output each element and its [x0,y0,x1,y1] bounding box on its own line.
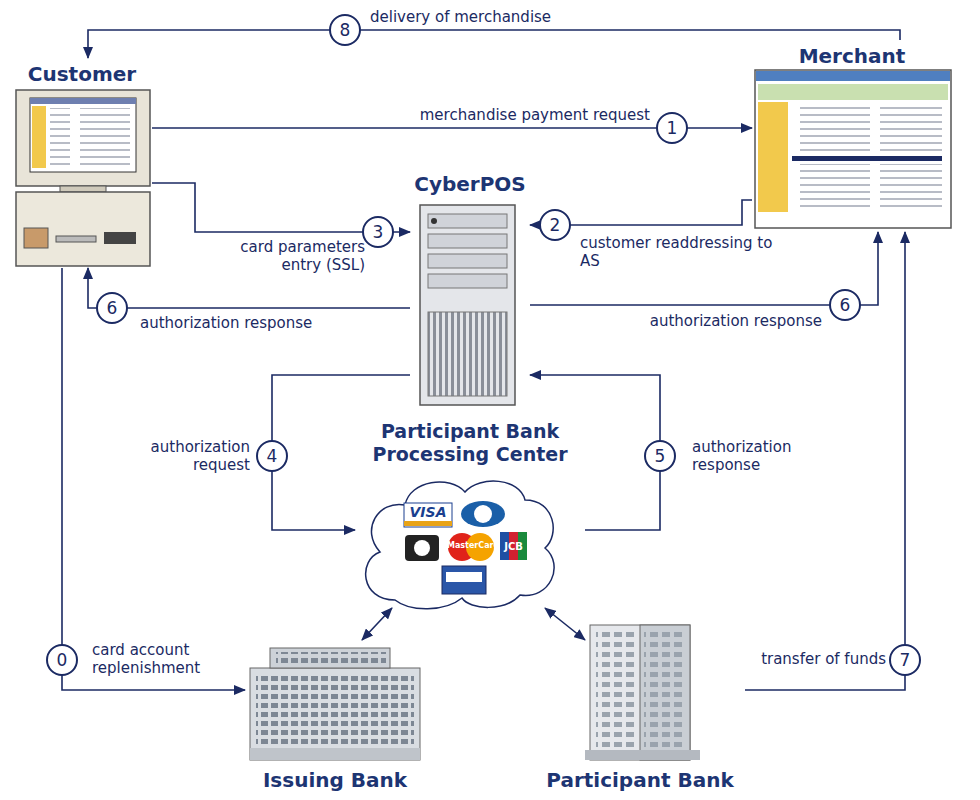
card-network-cloud [366,481,554,609]
node-box: CyberPOS [410,168,530,408]
edge-label: authorization response [650,312,822,330]
callout-number: 4 [256,440,288,472]
edge-label: customer readdressing to AS [580,234,772,270]
edge-label-box: authorization request [110,438,250,474]
callout-number: 7 [889,644,921,676]
callout-number: 2 [539,209,571,241]
edge-label: delivery of merchandise [370,8,551,26]
edge-label: authorization request [151,438,250,474]
node-heading: CyberPOS [414,172,526,196]
edge-label-box: transfer of funds [730,650,886,668]
bank-building [250,648,420,760]
connector-arrow [362,608,392,640]
edge-label-box: card account replenishment [92,641,242,677]
node-heading: Issuing Bank [263,768,407,792]
node-box: Participant Bank Processing Center [355,416,585,608]
node-heading: Merchant [799,44,906,68]
edge-label: authorization response [692,438,791,474]
card-logo-text: MasterCard [447,541,495,551]
edge-label-box: authorization response [692,438,832,474]
connector-arrow [545,608,585,640]
edge-label-box: authorization response [140,314,370,332]
callout-number: 6 [829,289,861,321]
bank-building [585,625,700,760]
callout-number: 0 [46,644,78,676]
connector-arrow [530,232,878,305]
callout-number: 3 [362,216,394,248]
edge-label-box: delivery of merchandise [370,8,610,26]
edge-label: authorization response [140,314,312,332]
callout-number: 5 [644,440,676,472]
edge-label: card parameters entry (SSL) [240,238,365,274]
node-box: Customer [12,58,152,268]
node-heading: Participant Bank [546,768,733,792]
callout-number: 6 [96,292,128,324]
connector-arrow [745,232,905,690]
edge-label: card account replenishment [92,641,200,677]
edge-label: merchandise payment request [420,106,650,124]
edge-label-box: authorization response [590,312,822,330]
connector-arrow [88,30,900,58]
computer-illustration [16,90,150,266]
edge-label: transfer of funds [761,650,886,668]
server-illustration [420,205,515,405]
edge-label-box: merchandise payment request [340,106,650,124]
callout-number: 1 [656,112,688,144]
edge-label-box: card parameters entry (SSL) [200,238,365,274]
callout-number: 8 [329,14,361,46]
node-box: Issuing Bank [245,640,425,796]
node-box: Merchant [752,40,952,232]
connector-arrow [88,268,410,308]
node-heading: Customer [28,62,136,86]
node-heading: Participant Bank Processing Center [357,420,583,466]
edge-label-box: customer readdressing to AS [580,234,780,270]
card-logo-text: JCB [500,541,527,553]
web-page-illustration [755,70,951,228]
node-box: Participant Bank [535,640,745,796]
card-logo-text: VISA [405,504,451,520]
